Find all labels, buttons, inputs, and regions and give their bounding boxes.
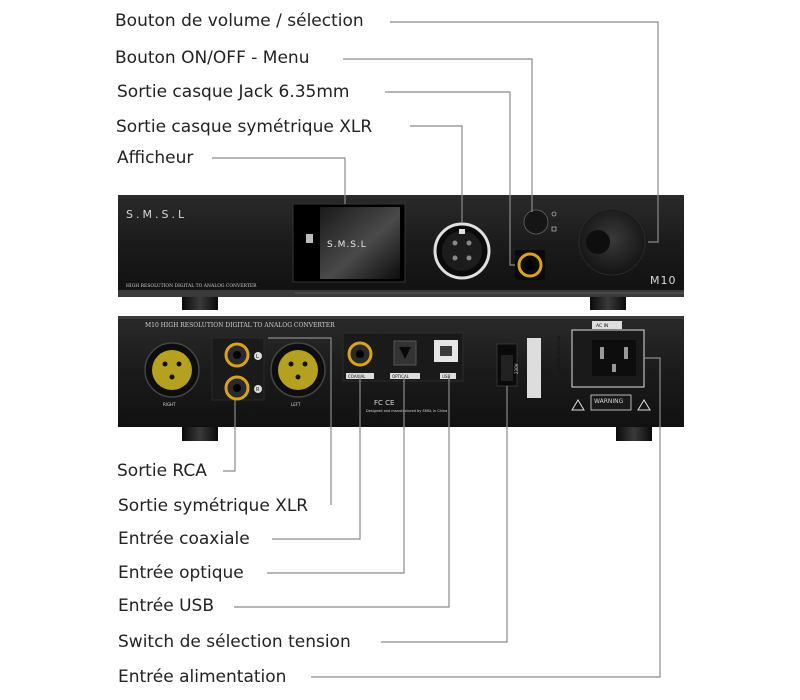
front-brand-logo: S.M.S.L <box>126 208 187 221</box>
warning-label: WARNING <box>594 398 624 405</box>
label-headphone-jack: Sortie casque Jack 6.35mm <box>117 82 350 102</box>
display-glow <box>320 207 400 279</box>
display-icon <box>306 234 313 243</box>
optical-label: OPTICAL <box>392 374 410 379</box>
label-usb-input: Entrée USB <box>118 596 215 616</box>
xlr-right-label: RIGHT <box>163 402 176 407</box>
label-power-input: Entrée alimentation <box>118 667 287 687</box>
coaxial-label: COAXIAL <box>348 374 366 379</box>
volume-knob <box>578 208 646 276</box>
front-model-label: M10 <box>650 274 677 287</box>
front-unit: S.M.S.L HIGH RESOLUTION DIGITAL TO ANALO… <box>118 195 684 310</box>
label-display: Afficheur <box>117 148 194 168</box>
label-onoff-menu-button: Bouton ON/OFF - Menu <box>115 48 310 68</box>
rear-caption: M10 HIGH RESOLUTION DIGITAL TO ANALOG CO… <box>145 322 335 329</box>
front-foot-right <box>590 297 626 310</box>
leader-lines-bottom <box>223 337 661 678</box>
front-foot-left <box>182 297 218 310</box>
xlr-left-label: LEFT <box>291 402 301 407</box>
label-rca-output: Sortie RCA <box>117 461 207 481</box>
front-caption: HIGH RESOLUTION DIGITAL TO ANALOG CONVER… <box>126 283 257 289</box>
label-xlr-output: Sortie symétrique XLR <box>118 496 309 516</box>
rca-r-label: R <box>256 387 260 393</box>
label-coaxial-input: Entrée coaxiale <box>118 529 250 549</box>
usb-label: USB <box>442 374 450 379</box>
label-headphone-xlr: Sortie casque symétrique XLR <box>116 117 373 137</box>
rear-unit: M10 HIGH RESOLUTION DIGITAL TO ANALOG CO… <box>118 316 684 441</box>
rca-l-label: L <box>256 354 259 360</box>
voltage-switch-label: 230V <box>514 363 519 374</box>
designed-text: Designed and manufactured by SMSL in Chi… <box>366 409 447 413</box>
cert-marks: FC CE <box>374 399 394 407</box>
rear-foot-left <box>182 427 218 441</box>
ac-in-label: AC IN <box>596 323 608 329</box>
onoff-menu-button <box>523 209 549 235</box>
label-voltage-switch: Switch de sélection tension <box>118 632 351 652</box>
label-volume-button: Bouton de volume / sélection <box>115 11 364 31</box>
rear-foot-right <box>616 427 652 441</box>
leader-lines-top <box>212 21 659 266</box>
voltage-select-label: VOLTAGE SELECTION <box>557 335 561 373</box>
display-text: S.M.S.L <box>327 240 367 250</box>
label-optical-input: Entrée optique <box>118 563 244 583</box>
